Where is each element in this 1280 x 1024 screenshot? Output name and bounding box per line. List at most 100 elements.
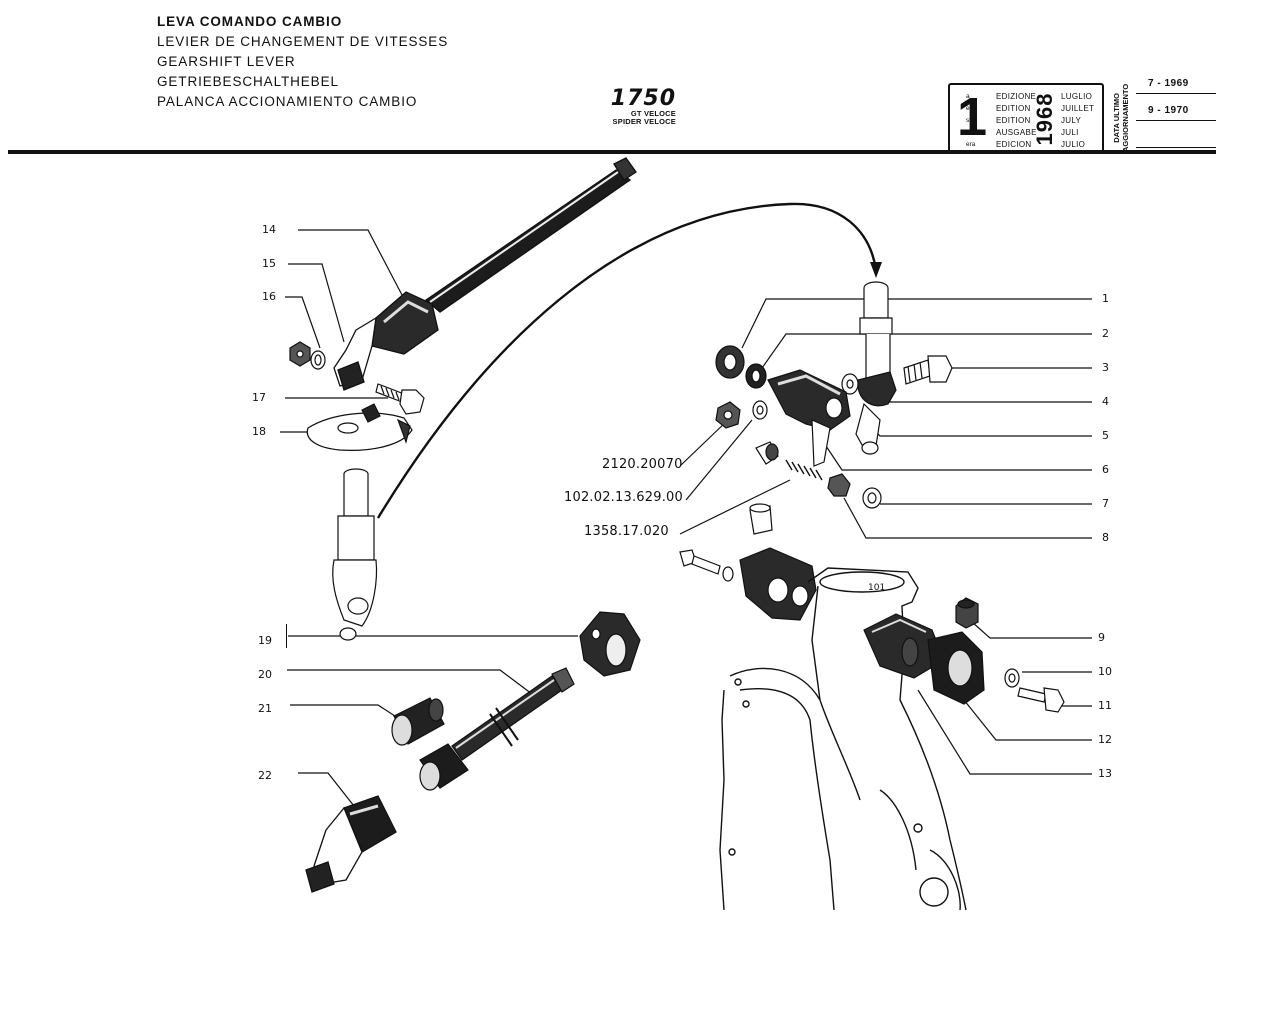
model-variant-gt: GT VELOCE: [630, 109, 676, 118]
title-english: GEARSHIFT LEVER: [157, 54, 296, 69]
edition-month: JULIO: [1061, 140, 1086, 149]
callout-13: 13: [1098, 767, 1112, 780]
nut-9: [955, 597, 979, 629]
edition-suffix: st: [966, 117, 972, 124]
callout-15: 15: [262, 257, 276, 270]
callout-8: 8: [1102, 531, 1109, 544]
edition-word: EDITION: [996, 116, 1031, 125]
edition-month: JULY: [1061, 116, 1082, 125]
gearshift-lever-rod: [333, 157, 637, 391]
edition-word: AUSGABE: [996, 128, 1037, 137]
leader-line-12: [963, 699, 1092, 741]
date-line: [1136, 147, 1216, 148]
washer-1: [715, 345, 745, 379]
leader-line-13: [917, 689, 1092, 775]
edition-suffix: .: [966, 129, 968, 136]
title-block: LEVA COMANDO CAMBIO LEVIER DE CHANGEMENT…: [157, 12, 448, 112]
callout-22: 22: [258, 769, 272, 782]
sleeve-21: [391, 697, 445, 746]
edition-month: LUGLIO: [1061, 92, 1093, 101]
arrow-head: [870, 262, 882, 278]
leader-line-1: [741, 298, 1092, 349]
update-date-1: 7 - 1969: [1148, 78, 1189, 89]
housing-flange: [739, 547, 817, 621]
edition-month: JULI: [1061, 128, 1079, 137]
leader-line-5: [861, 417, 1092, 437]
edition-word: EDIZIONE: [996, 92, 1037, 101]
callout-18: 18: [252, 425, 266, 438]
washer-4: [841, 373, 859, 395]
edition-suffix: a: [966, 93, 970, 100]
edition-number: 1: [957, 87, 988, 147]
callout-11: 11: [1098, 699, 1112, 712]
leader-line-15: [288, 263, 345, 343]
bolt-17: [375, 383, 425, 415]
housing-mark: 101: [868, 583, 886, 593]
callout-16: 16: [262, 290, 276, 303]
washer-part-b: [752, 400, 768, 420]
leader-line-9: [971, 621, 1092, 639]
callout-4: 4: [1102, 395, 1109, 408]
title-french: LEVIER DE CHANGEMENT DE VITESSES: [157, 34, 449, 49]
washer-15: [310, 350, 326, 370]
date-line: [1136, 93, 1216, 94]
edition-month: JUILLET: [1061, 104, 1095, 113]
leader-line-16: [285, 296, 321, 349]
leader-line-2: [761, 333, 1092, 369]
model-number: 1750: [610, 86, 676, 111]
knob-19: [579, 611, 641, 677]
nut-part-a: [715, 401, 741, 429]
washer-2: [745, 363, 767, 389]
housing-bolt: [679, 549, 734, 582]
gearbox-housing: [719, 567, 967, 911]
title-italian: LEVA COMANDO CAMBIO: [157, 14, 343, 29]
callout-21: 21: [258, 702, 272, 715]
elbow-22: [305, 795, 397, 893]
model-variant-spider: SPIDER VELOCE: [612, 117, 676, 126]
lever-shaft: [332, 468, 378, 641]
selector-shaft: [855, 281, 897, 455]
callout-5: 5: [1102, 429, 1109, 442]
bushing: [749, 503, 773, 535]
part-number-2: 102.02.13.629.00: [564, 490, 683, 505]
model-block: 1750 GT VELOCE SPIDER VELOCE: [596, 88, 676, 126]
leader-line-part-b: [685, 419, 753, 501]
leader-line-14: [298, 229, 403, 296]
spring-part-c: [785, 459, 823, 481]
plate-18: [306, 403, 413, 451]
edition-word: EDITION: [996, 104, 1031, 113]
edition-box: 1 a ere st . era EDIZIONE EDITION EDITIO…: [948, 83, 1104, 153]
leader-line-22: [298, 772, 355, 807]
callout-10: 10: [1098, 665, 1112, 678]
leader-line-part-c: [679, 479, 791, 535]
side-shaft-12-13: [863, 613, 985, 705]
date-line: [1136, 120, 1216, 121]
callout-1: 1: [1102, 292, 1109, 305]
lever-6: [767, 369, 851, 467]
callout-3: 3: [1102, 361, 1109, 374]
callout-19-tick: [286, 624, 287, 648]
callout-7: 7: [1102, 497, 1109, 510]
bush-part: [755, 441, 779, 465]
callout-2: 2: [1102, 327, 1109, 340]
edition-suffix: era: [966, 141, 976, 148]
callout-17: 17: [252, 391, 266, 404]
callout-20: 20: [258, 668, 272, 681]
leader-line-21: [290, 704, 399, 719]
washer-7: [862, 487, 882, 509]
header-rule: [8, 150, 1216, 154]
leader-line-part-a: [679, 419, 729, 467]
part-number-1: 2120.20070: [602, 457, 683, 472]
nut-8: [827, 473, 851, 497]
part-number-3: 1358.17.020: [584, 524, 669, 539]
leader-line-8: [843, 497, 1092, 539]
callout-14: 14: [262, 223, 276, 236]
callout-12: 12: [1098, 733, 1112, 746]
washer-10: [1004, 668, 1020, 688]
rod-20: [419, 667, 575, 791]
bolt-3: [903, 355, 953, 385]
callout-9: 9: [1098, 631, 1105, 644]
callout-19: 19: [258, 634, 272, 647]
leader-line-4: [869, 389, 1092, 403]
